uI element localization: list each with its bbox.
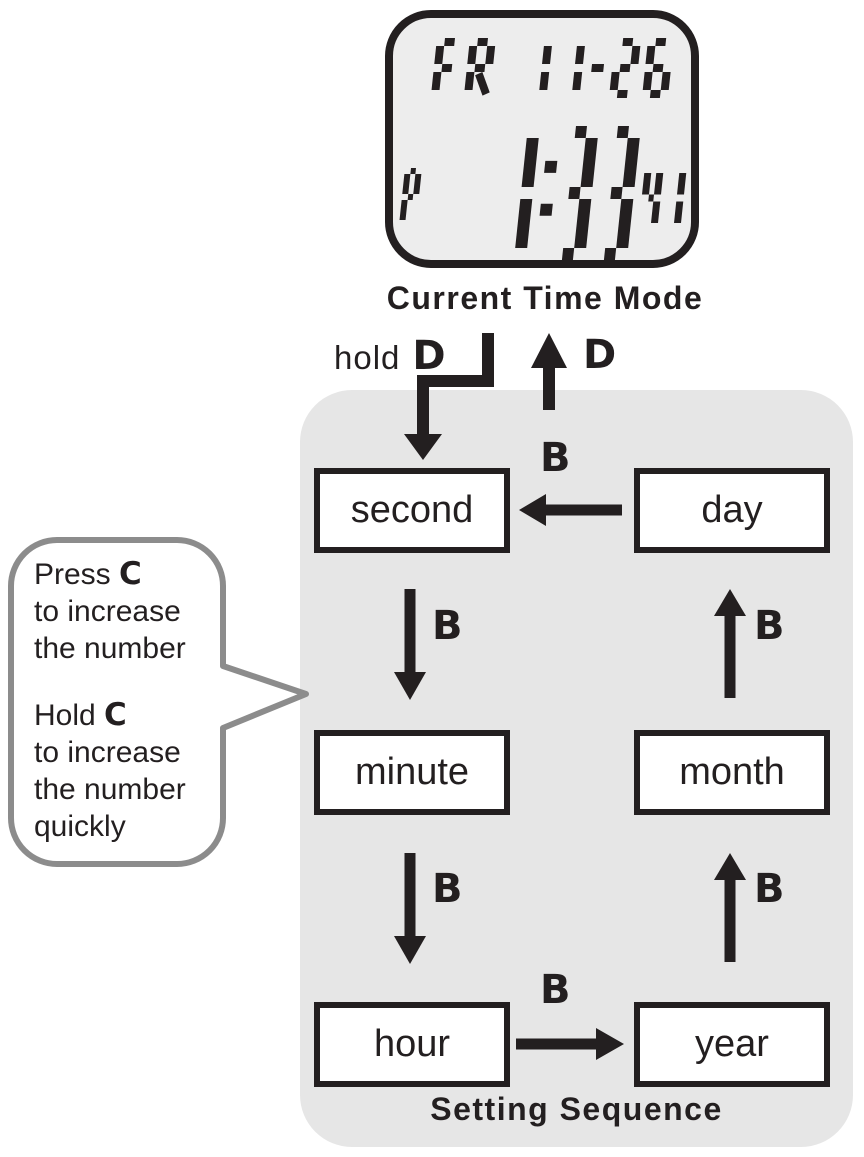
- button-b-label: B: [754, 603, 785, 649]
- flow-box-hour: hour: [314, 1002, 510, 1087]
- bubble-line: Hold C: [34, 697, 127, 733]
- bubble-line: the number: [34, 773, 186, 806]
- lcd-seconds: [642, 173, 687, 223]
- hold-d-instruction: hold D: [334, 336, 446, 377]
- button-b-label: B: [540, 967, 571, 1013]
- bubble-line: to increase: [34, 736, 181, 769]
- button-b-label: B: [432, 603, 463, 649]
- flow-box-year: year: [634, 1002, 830, 1087]
- flow-box-day: day: [634, 468, 830, 553]
- bubble-line: [34, 667, 214, 697]
- lcd-screen: [399, 38, 687, 260]
- current-time-mode-label: Current Time Mode: [386, 280, 704, 316]
- bubble-line: Press C: [34, 556, 142, 592]
- button-b-label: B: [754, 866, 785, 912]
- button-d-exit-label: D: [583, 332, 617, 378]
- lcd-ampm: [399, 168, 422, 220]
- flow-box-second: second: [314, 468, 510, 553]
- button-b-label: B: [432, 866, 463, 912]
- bubble-line: the number: [34, 632, 186, 665]
- button-d-label: D: [412, 333, 446, 379]
- watch-lcd-display: [385, 10, 699, 268]
- setting-sequence-label: Setting Sequence: [430, 1091, 723, 1127]
- lcd-day-date: [431, 38, 671, 98]
- bubble-line: quickly: [34, 810, 126, 843]
- bubble-line: to increase: [34, 595, 181, 628]
- lcd-time: [515, 126, 640, 260]
- button-b-label: B: [540, 435, 571, 481]
- flow-box-minute: minute: [314, 730, 510, 815]
- hold-text: hold: [334, 339, 401, 376]
- flow-box-month: month: [634, 730, 830, 815]
